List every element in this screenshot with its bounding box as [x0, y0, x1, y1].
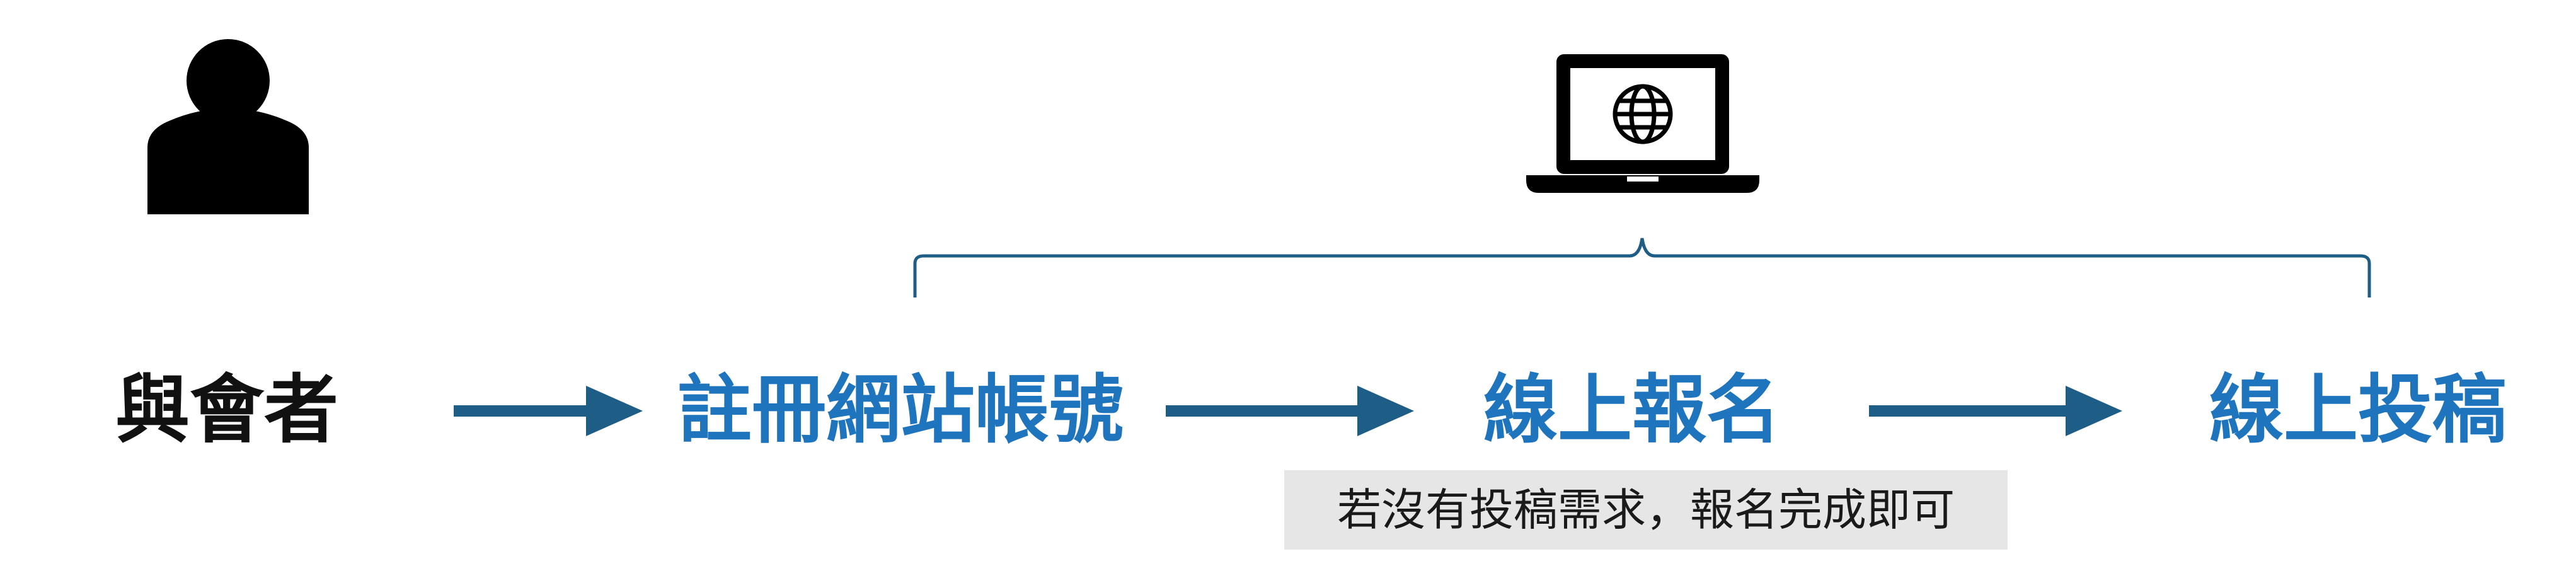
step-online-registration: 線上報名	[1483, 366, 1781, 453]
note-box: 若沒有投稿需求，報名完成即可	[1284, 470, 2008, 550]
step-online-submission: 線上投稿	[2209, 366, 2507, 453]
participant-label: 與會者	[115, 366, 338, 453]
person-icon	[144, 35, 313, 214]
flow-arrow	[1869, 386, 2122, 436]
note-text: 若沒有投稿需求，報名完成即可	[1337, 484, 1955, 536]
step-register-account: 註冊網站帳號	[677, 366, 1124, 453]
flow-arrow	[1166, 386, 1414, 436]
laptop-globe-icon	[1524, 50, 1762, 197]
flow-arrow	[454, 386, 643, 436]
curly-bracket	[907, 227, 2382, 303]
